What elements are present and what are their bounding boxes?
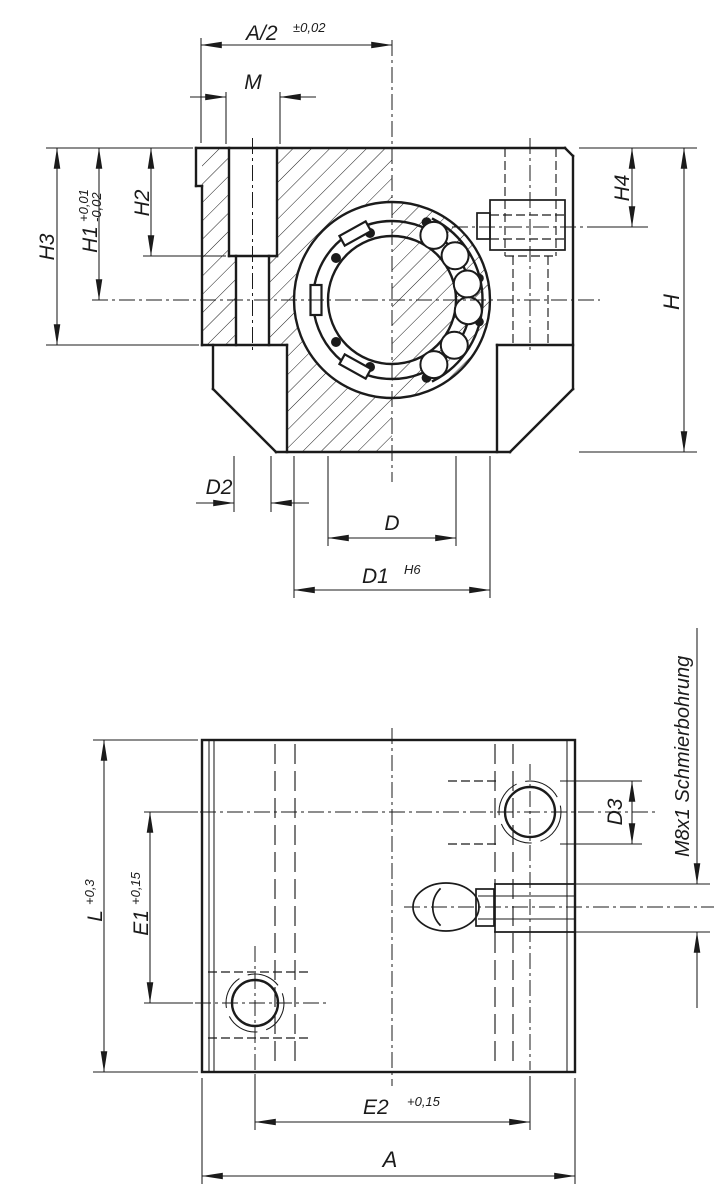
dim-l-label: L bbox=[84, 910, 107, 922]
hidden-bore-edges bbox=[208, 744, 514, 1068]
dim-h-label: H bbox=[659, 294, 684, 310]
bottom-view: L +0,3 E1 +0,15 D3 M8x1 Sch bbox=[82, 628, 714, 1184]
dim-d3-label: D3 bbox=[604, 798, 627, 825]
dim-e1-label: E1 bbox=[130, 910, 153, 936]
lubrication-hole-note: M8x1 Schmierbohrung bbox=[672, 656, 694, 857]
set-screw-front bbox=[476, 199, 566, 251]
front-section-view: A/2 ±0,02 M H3 H1 +0,01 -0,02 bbox=[36, 20, 697, 598]
dim-d-label: D bbox=[384, 512, 399, 535]
dim-m-label: M bbox=[244, 71, 262, 94]
plate-outline bbox=[200, 738, 577, 1074]
dim-e2-tol: +0,15 bbox=[407, 1094, 441, 1109]
dim-a-half-label: A/2 bbox=[244, 22, 278, 45]
dim-d2-label: D2 bbox=[206, 476, 233, 499]
dim-d1-label: D1 bbox=[362, 565, 389, 588]
bottom-dimensions: L +0,3 E1 +0,15 D3 M8x1 Sch bbox=[82, 628, 710, 1184]
dim-l-tol: +0,3 bbox=[82, 879, 97, 905]
bearing-balls bbox=[419, 220, 483, 380]
dim-h1-tol-plus: +0,01 bbox=[76, 189, 91, 222]
dim-h1-label: H1 bbox=[79, 226, 102, 253]
dim-h4-label: H4 bbox=[611, 175, 634, 202]
dim-a-half-tol: ±0,02 bbox=[293, 20, 326, 35]
dim-a-label: A bbox=[381, 1147, 398, 1172]
front-centerlines bbox=[92, 40, 648, 482]
housing-outline bbox=[194, 146, 575, 454]
dim-e2-label: E2 bbox=[363, 1096, 389, 1119]
dim-h2-label: H2 bbox=[131, 189, 154, 216]
section-hatching bbox=[202, 148, 490, 452]
dim-h3-label: H3 bbox=[36, 233, 59, 260]
dim-h1-tol-minus: -0,02 bbox=[89, 192, 104, 222]
front-dimensions: A/2 ±0,02 M H3 H1 +0,01 -0,02 bbox=[36, 20, 697, 598]
bottom-centerlines bbox=[195, 728, 714, 1086]
dim-e1-tol: +0,15 bbox=[128, 871, 143, 905]
dim-d1-fit: H6 bbox=[404, 562, 421, 577]
